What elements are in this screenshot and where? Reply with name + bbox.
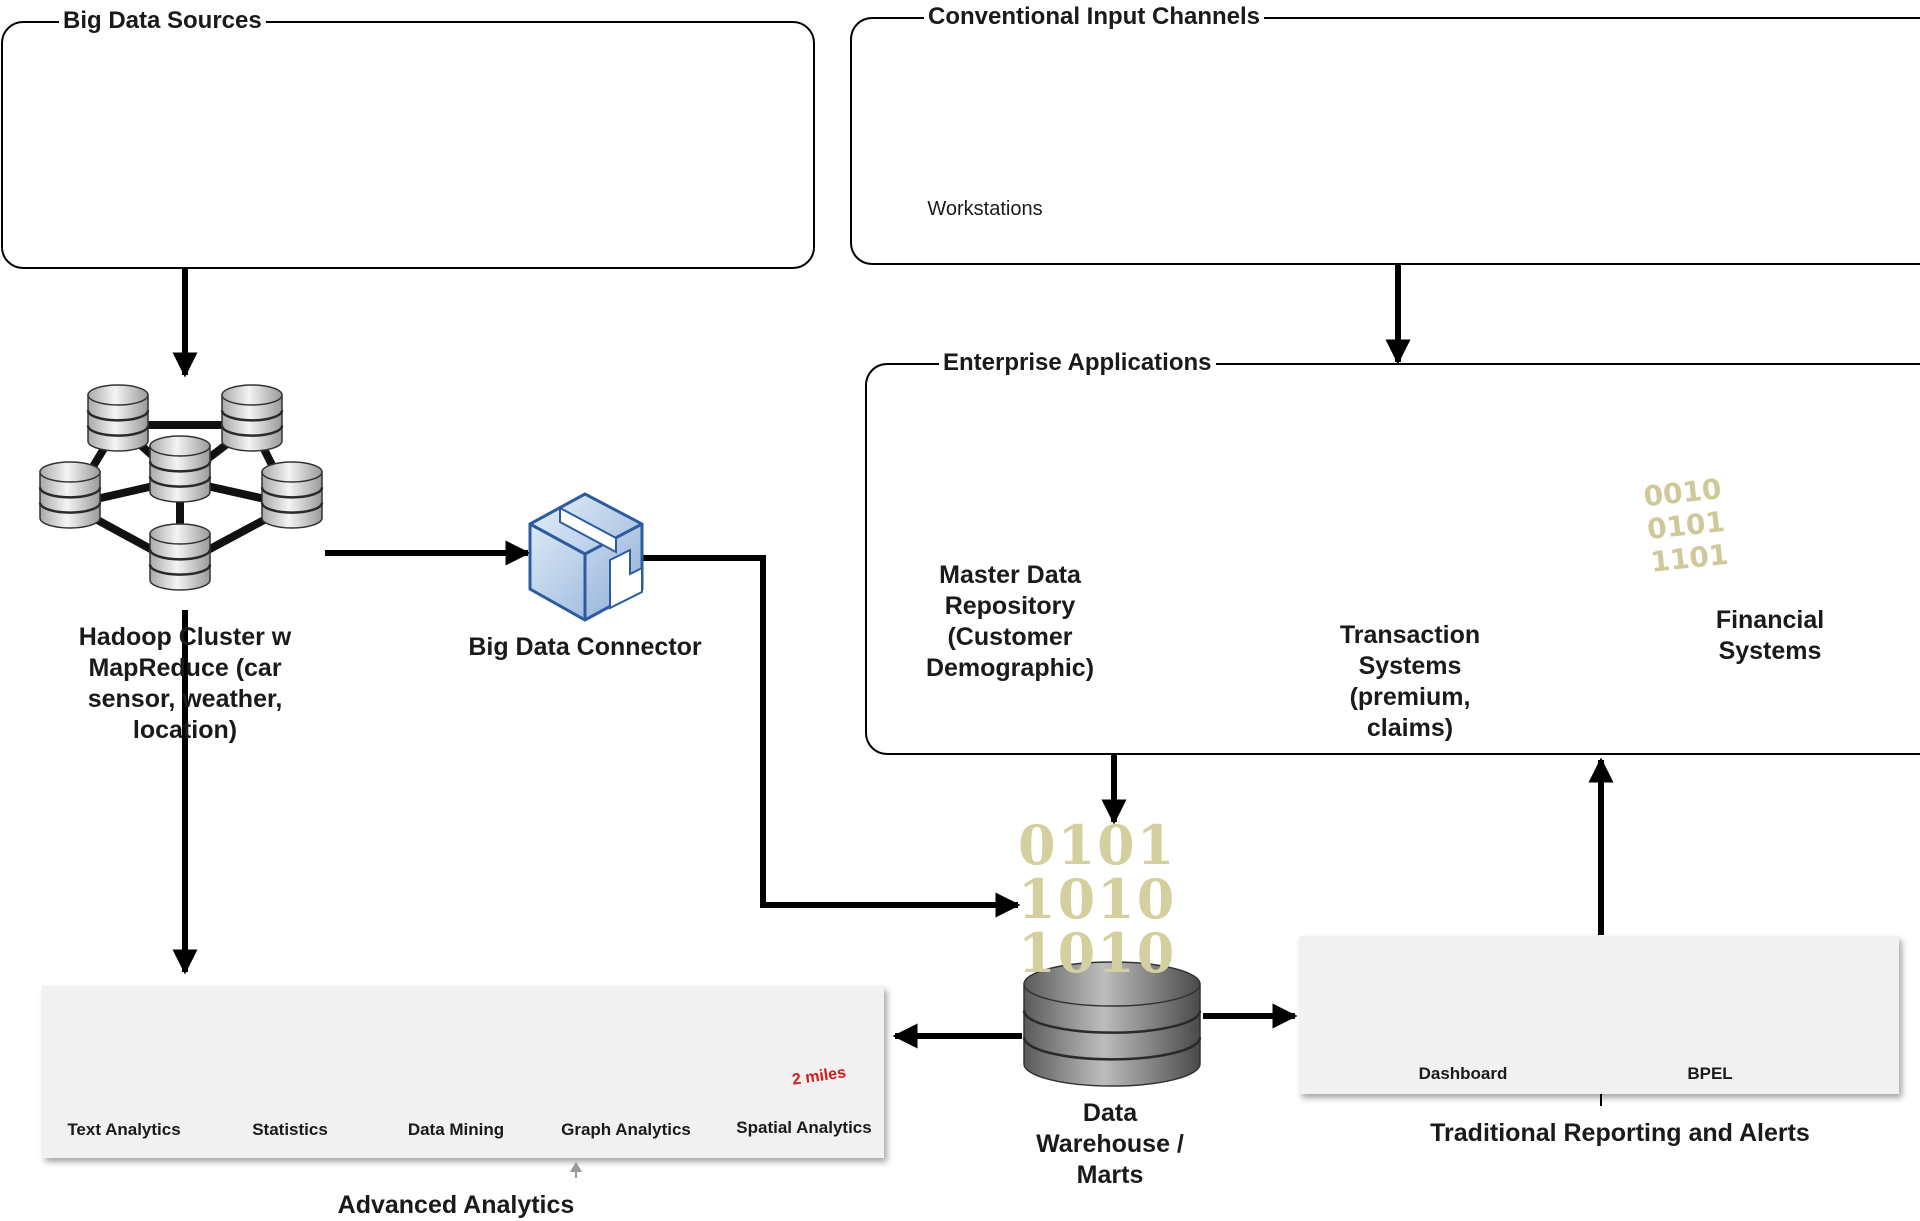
hadoop-node-db-icon [148,435,212,503]
hadoop-node-db-icon [38,461,102,529]
data-warehouse-db-icon [1022,961,1202,1087]
advanced-analytics-panel [42,986,884,1158]
hadoop-node-db-icon [86,384,150,452]
financial-binary: 0010 0101 1101 [1642,472,1730,579]
tile-label-statistics: Statistics [252,1120,328,1139]
financial-label: Financial Systems [1715,606,1825,665]
arrow-connector-to-warehouse [642,555,1021,918]
conventional-input-group: Conventional Input Channels [850,3,1920,265]
warehouse-label: Data Warehouse / Marts [1036,1099,1184,1189]
connector-label: Big Data Connector [468,633,702,661]
big-data-connector-icon [528,492,644,622]
group-title: Conventional Input Channels [924,3,1265,31]
hadoop-node-db-icon [220,384,284,452]
tile-label-data-mining: Data Mining [407,1120,505,1139]
enterprise-apps-group: Enterprise Applications [865,349,1920,755]
hadoop-nodes [38,384,324,591]
connectors [172,262,1614,1049]
warehouse-binary: 0101 1010 1010 [1018,818,1176,980]
tile-label-graph-analytics: Graph Analytics [561,1120,691,1139]
reporting-item-dashboard: Dashboard [1418,1064,1508,1083]
tile-label-text-analytics: Text Analytics [67,1120,181,1139]
group-title: Big Data Sources [59,7,266,35]
binary-row: 1010 [1018,921,1177,985]
hadoop-label: Hadoop Cluster w MapReduce (car sensor, … [78,623,292,744]
workstations-label: Workstations [927,198,1043,220]
hadoop-node-db-icon [260,461,324,529]
tile-label-spatial-analytics: Spatial Analytics [736,1118,872,1137]
reporting-item-bpel: BPEL [1687,1064,1733,1083]
binary-row: 0101 [1018,813,1177,877]
reporting-title: Traditional Reporting and Alerts [1430,1119,1810,1147]
advanced-analytics-title: Advanced Analytics [337,1191,575,1219]
binary-row: 1010 [1018,867,1177,931]
hadoop-node-db-icon [148,523,212,591]
master-data-label: Master Data Repository (Customer Demogra… [925,561,1095,682]
reporting-stem [1600,1094,1602,1106]
transaction-label: Transaction Systems (premium, claims) [1339,621,1481,742]
reporting-panel [1299,936,1899,1094]
group-title: Enterprise Applications [939,349,1216,377]
analytics-pointer-icon [570,1162,582,1172]
analytics-pointer-stem [575,1170,577,1178]
warehouse-db-icon [1022,961,1202,1087]
big-data-sources-group: Big Data Sources [1,7,815,269]
